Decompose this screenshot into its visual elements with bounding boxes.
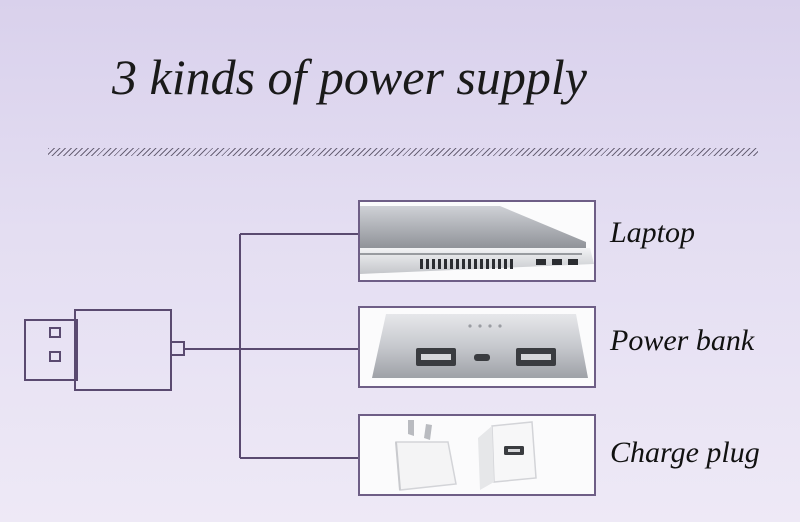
usb-plug-icon bbox=[24, 309, 185, 391]
usb-pin-top bbox=[49, 327, 61, 338]
laptop-icon bbox=[360, 202, 594, 280]
laptop-label: Laptop bbox=[610, 216, 696, 249]
page-title: 3 kinds of power supply bbox=[112, 49, 587, 105]
usb-plug-body bbox=[74, 309, 172, 391]
power-bank-icon bbox=[360, 308, 594, 386]
connector-lines bbox=[184, 233, 358, 459]
usb-cable-stub bbox=[170, 341, 185, 356]
dashed-divider bbox=[48, 148, 758, 156]
usb-charger-cube bbox=[478, 421, 537, 490]
usb-plug-head bbox=[24, 319, 78, 381]
laptop-panel bbox=[358, 200, 596, 282]
wall-plug-adapter bbox=[395, 420, 457, 491]
power-bank-label: Power bank bbox=[610, 324, 755, 357]
charge-plug-label: Charge plug bbox=[610, 436, 760, 469]
charge-plug-panel bbox=[358, 414, 596, 496]
charge-plug-icon bbox=[360, 416, 594, 494]
power-bank-panel bbox=[358, 306, 596, 388]
usb-pin-bottom bbox=[49, 351, 61, 362]
